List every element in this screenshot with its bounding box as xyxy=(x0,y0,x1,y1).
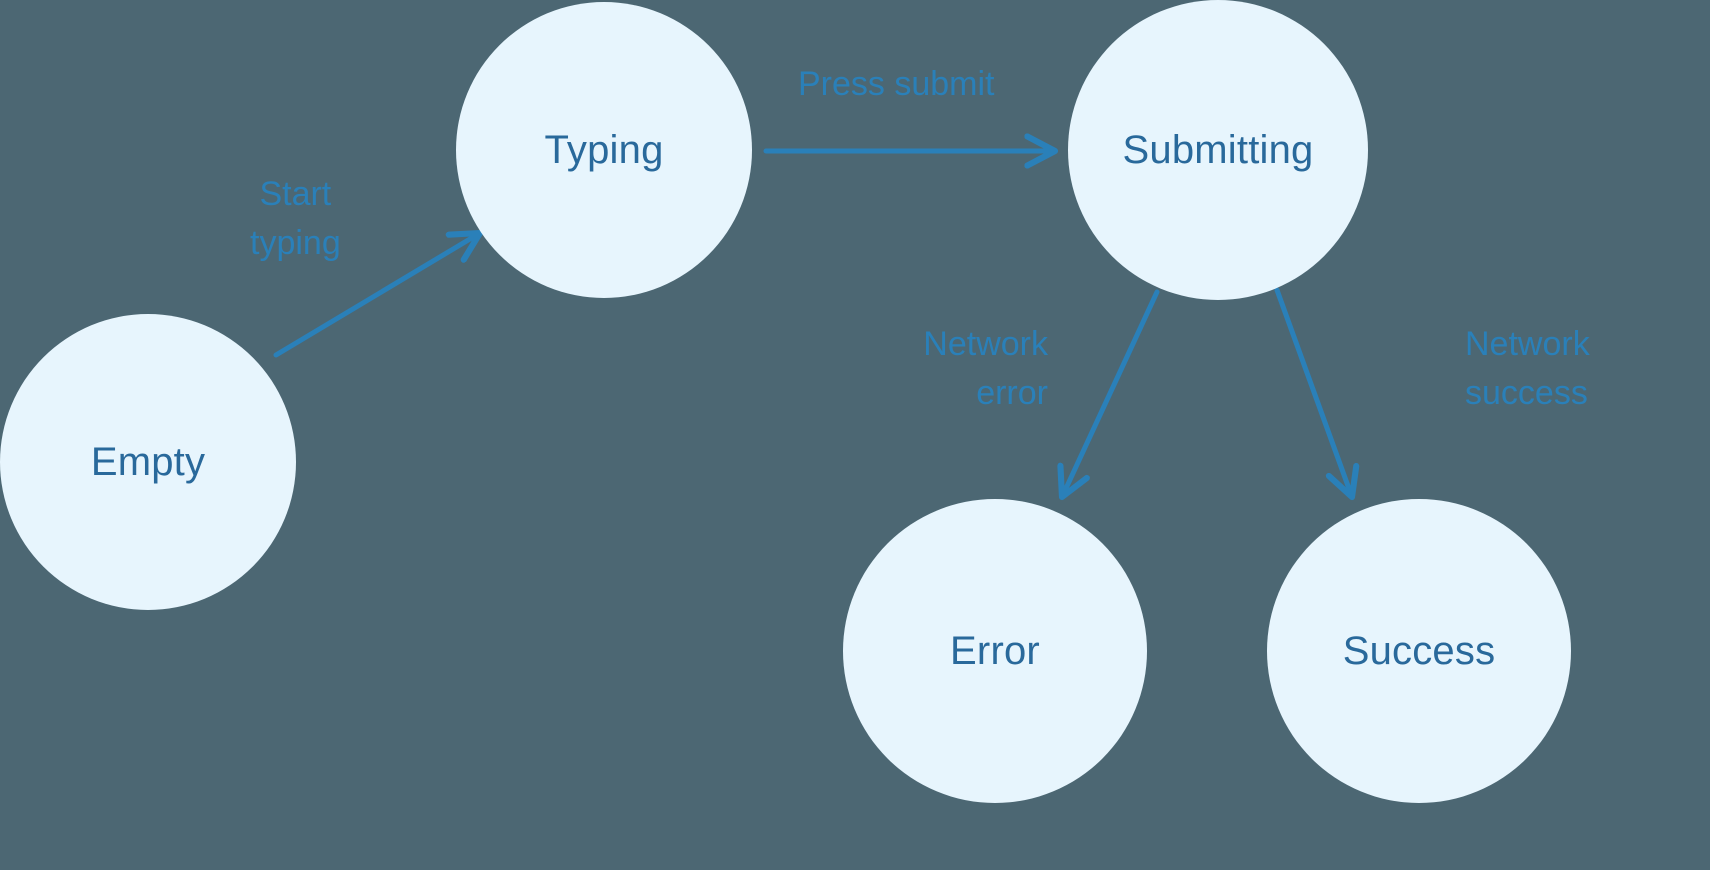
state-node-submitting-label: Submitting xyxy=(1122,128,1314,172)
edge-label-start-typing-line1: Start xyxy=(259,175,332,213)
state-node-error-label: Error xyxy=(950,629,1040,673)
state-node-submitting[interactable]: Submitting xyxy=(1068,0,1368,300)
state-node-error[interactable]: Error xyxy=(843,499,1147,803)
edge-label-press-submit-line1: Press submit xyxy=(798,65,995,103)
state-node-success[interactable]: Success xyxy=(1267,499,1571,803)
state-node-empty-label: Empty xyxy=(90,440,206,484)
edge-label-network-error: Network error xyxy=(806,320,1048,419)
edge-label-network-error-line1: Network xyxy=(923,325,1048,363)
edge-label-network-success-line1: Network xyxy=(1465,325,1590,363)
edge-label-network-error-line2: error xyxy=(976,374,1048,413)
state-node-success-label: Success xyxy=(1342,629,1496,673)
edge-label-start-typing-line2: typing xyxy=(250,224,341,263)
edge-submitting-to-success xyxy=(1274,287,1352,497)
state-node-typing-label: Typing xyxy=(544,128,664,172)
edge-label-press-submit: Press submit xyxy=(798,60,995,109)
edge-label-start-typing: Start typing xyxy=(250,170,341,269)
edge-label-network-success-line2: success xyxy=(1465,374,1588,413)
edge-label-network-success: Network success xyxy=(1465,320,1590,419)
edge-empty-to-typing xyxy=(273,233,480,358)
state-node-empty[interactable]: Empty xyxy=(0,314,296,610)
edge-submitting-to-error xyxy=(1062,289,1160,497)
state-node-typing[interactable]: Typing xyxy=(456,2,752,298)
